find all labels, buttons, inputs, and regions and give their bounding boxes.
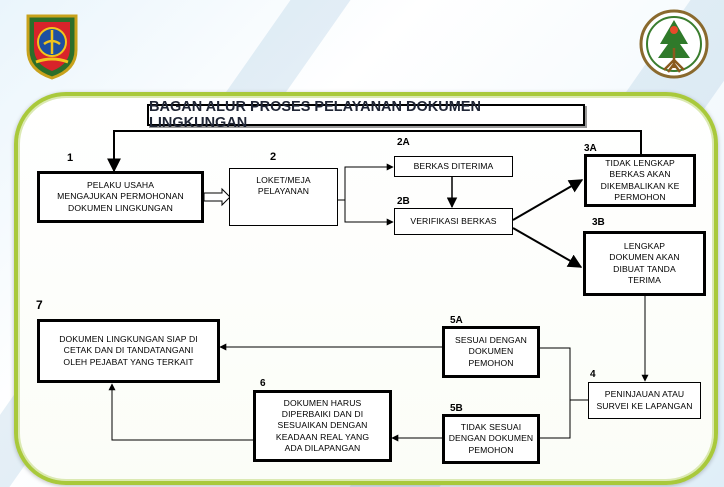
box-2-loket: LOKET/MEJA PELAYANAN xyxy=(229,168,338,226)
box-3a-tidak-lengkap: TIDAK LENGKAP BERKAS AKAN DIKEMBALIKAN K… xyxy=(584,154,696,207)
step-number-3b: 3B xyxy=(592,217,605,228)
step-number-5a: 5A xyxy=(450,315,463,326)
connector-2b-to-3b xyxy=(512,227,583,268)
step-number-7: 7 xyxy=(36,298,43,312)
box-6-perbaikan: DOKUMEN HARUS DIPERBAIKI DAN DI SESUAIKA… xyxy=(253,390,392,462)
connector-2-split xyxy=(338,163,394,201)
box-2a-berkas-diterima: BERKAS DITERIMA xyxy=(394,156,513,177)
forestry-ministry-logo xyxy=(638,8,710,80)
box-1-pelaku-usaha: PELAKU USAHA MENGAJUKAN PERMOHONAN DOKUM… xyxy=(37,171,204,223)
connector-6-to-7 xyxy=(108,383,253,441)
box-3b-lengkap: LENGKAP DOKUMEN AKAN DIBUAT TANDA TERIMA xyxy=(583,231,706,296)
box-5b-tidak-sesuai: TIDAK SESUAI DENGAN DOKUMEN PEMOHON xyxy=(442,414,540,464)
step-number-2: 2 xyxy=(270,151,277,163)
step-number-2b: 2B xyxy=(397,196,410,207)
box-2b-verifikasi: VERIFIKASI BERKAS xyxy=(394,208,513,235)
box-4-peninjauan: PENINJAUAN ATAU SURVEI KE LAPANGAN xyxy=(588,382,701,419)
connector-1-to-2 xyxy=(203,187,231,207)
step-number-2a: 2A xyxy=(397,137,410,148)
regency-crest-logo xyxy=(22,10,82,80)
connector-2b-to-3a xyxy=(512,179,584,221)
connector-4-to-5 xyxy=(540,347,588,401)
connector-4-to-5b xyxy=(540,400,571,439)
step-number-3a: 3A xyxy=(584,143,597,154)
connector-2-to-2b xyxy=(344,200,394,226)
step-number-5b: 5B xyxy=(450,403,463,414)
step-number-1: 1 xyxy=(67,152,74,164)
box-7-siap-cetak: DOKUMEN LINGKUNGAN SIAP DI CETAK DAN DI … xyxy=(37,319,220,383)
connector-3a-to-1 xyxy=(107,130,642,173)
box-5a-sesuai: SESUAI DENGAN DOKUMEN PEMOHON xyxy=(442,326,540,378)
step-number-4: 4 xyxy=(590,369,596,380)
step-number-6: 6 xyxy=(260,378,266,389)
